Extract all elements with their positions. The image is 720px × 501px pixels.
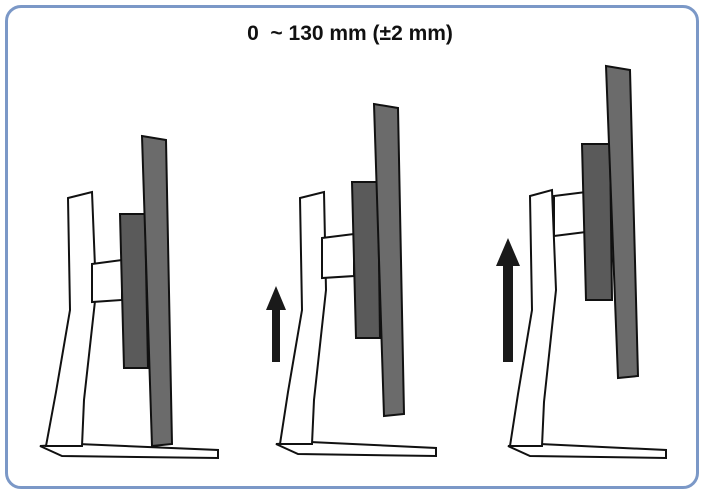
- monitor-panel: [372, 102, 406, 418]
- stand-highest: [496, 64, 667, 460]
- stand-lowest: [39, 134, 219, 460]
- hinge-block: [321, 232, 355, 280]
- monitor-back: [580, 143, 614, 301]
- height-range-title: 0 ~ 130 mm (±2 mm): [247, 22, 453, 45]
- stand-middle: [266, 102, 437, 458]
- monitor-back: [350, 181, 382, 339]
- stand-neck: [44, 190, 98, 447]
- monitor-back: [118, 213, 150, 369]
- hinge-block: [91, 258, 123, 304]
- up-arrow-long: [496, 238, 520, 362]
- hinge-block: [553, 190, 587, 238]
- up-arrow-short: [266, 286, 286, 362]
- stand-neck: [278, 190, 328, 445]
- monitor-panel: [604, 64, 640, 380]
- stand-neck: [508, 188, 558, 447]
- monitor-panel: [140, 134, 174, 448]
